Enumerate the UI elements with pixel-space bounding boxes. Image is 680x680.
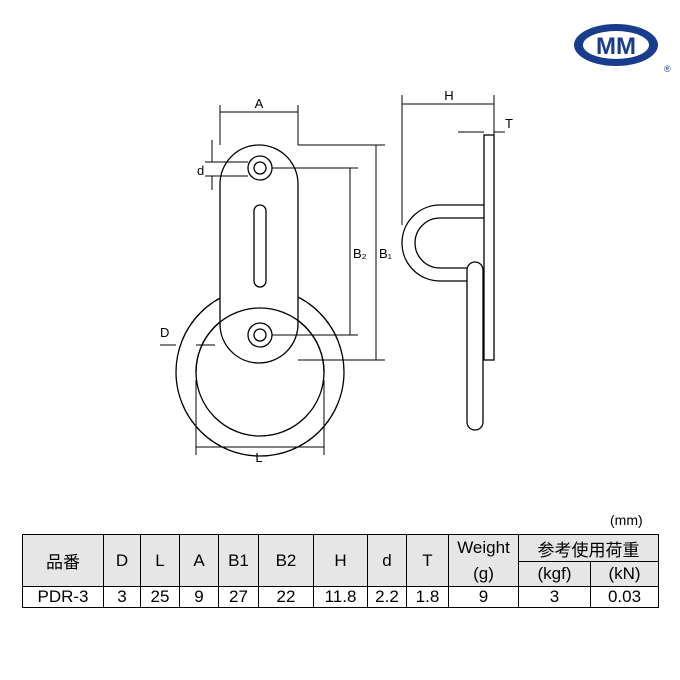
cell-d: 3	[103, 586, 141, 608]
header-b2: B2	[258, 534, 314, 587]
cell-d-small: 2.2	[367, 586, 407, 608]
svg-text:MM: MM	[596, 33, 636, 60]
header-b1: B1	[218, 534, 259, 587]
spec-table: 品番 D L A B1 B2 H d T Weight 参考使用荷重 (g) (…	[22, 534, 659, 608]
label-b1: B₁	[379, 246, 393, 261]
cell-part-no: PDR-3	[22, 586, 104, 608]
label-h: H	[444, 88, 453, 103]
cell-t: 1.8	[406, 586, 449, 608]
front-view	[175, 144, 345, 457]
header-d-small: d	[367, 534, 407, 587]
cell-b2: 22	[258, 586, 314, 608]
header-kgf: (kgf)	[518, 561, 591, 587]
label-d-hole: d	[197, 163, 204, 178]
table-row: PDR-3 3 25 9 27 22 11.8 2.2 1.8 9 3 0.03	[22, 586, 659, 608]
unit-label: (mm)	[610, 512, 643, 528]
cell-b1: 27	[218, 586, 259, 608]
header-a: A	[179, 534, 219, 587]
side-view	[401, 134, 495, 431]
cell-a: 9	[179, 586, 219, 608]
dimension-lines	[160, 95, 505, 455]
header-l: L	[140, 534, 180, 587]
brand-logo: MM ®	[574, 24, 671, 74]
svg-text:®: ®	[664, 64, 671, 74]
header-t: T	[406, 534, 449, 587]
label-l: L	[255, 450, 262, 465]
header-kn: (kN)	[590, 561, 659, 587]
label-b2: B₂	[353, 246, 367, 261]
cell-kgf: 3	[518, 586, 591, 608]
cell-l: 25	[140, 586, 180, 608]
header-d: D	[103, 534, 141, 587]
header-weight-unit: (g)	[448, 561, 519, 587]
header-h: H	[313, 534, 368, 587]
label-t: T	[505, 116, 513, 131]
cell-kn: 0.03	[590, 586, 659, 608]
header-load: 参考使用荷重	[518, 534, 659, 562]
header-part-no: 品番	[22, 534, 104, 587]
cell-h: 11.8	[313, 586, 368, 608]
header-weight: Weight	[448, 534, 519, 562]
label-d-wire: D	[160, 325, 169, 340]
label-a: A	[255, 96, 264, 111]
technical-drawing: MM ® A H T d B₂ B₁ D L	[160, 24, 671, 465]
cell-weight: 9	[448, 586, 519, 608]
